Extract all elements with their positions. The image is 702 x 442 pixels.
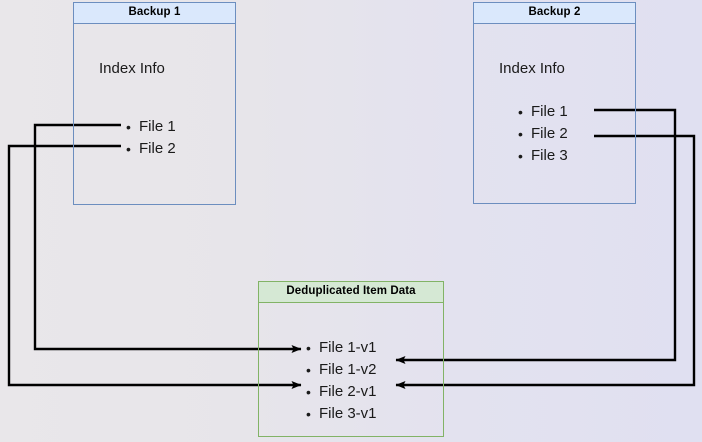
backup-2-body: Index Info File 1 File 2 File 3	[474, 24, 635, 203]
backup-1-body: Index Info File 1 File 2	[74, 24, 235, 204]
backup-1-file-item[interactable]: File 1	[126, 116, 176, 138]
dedup-item[interactable]: File 1-v1	[306, 337, 377, 359]
backup-1-file-list: File 1 File 2	[126, 116, 176, 160]
deduplicated-item-data-box[interactable]: Deduplicated Item Data File 1-v1 File 1-…	[258, 281, 444, 437]
dedup-item[interactable]: File 2-v1	[306, 381, 377, 403]
dedup-item[interactable]: File 3-v1	[306, 403, 377, 425]
backup-1-file-item[interactable]: File 2	[126, 138, 176, 160]
backup-2-file-item[interactable]: File 3	[518, 145, 568, 167]
backup-1-title: Backup 1	[74, 3, 235, 24]
backup-2-file-item[interactable]: File 2	[518, 123, 568, 145]
deduplicated-item-data-body: File 1-v1 File 1-v2 File 2-v1 File 3-v1	[259, 303, 443, 436]
backup-1-box[interactable]: Backup 1 Index Info File 1 File 2	[73, 2, 236, 205]
dedup-item[interactable]: File 1-v2	[306, 359, 377, 381]
backup-2-file-list: File 1 File 2 File 3	[518, 101, 568, 167]
deduplicated-item-list: File 1-v1 File 1-v2 File 2-v1 File 3-v1	[306, 337, 377, 425]
backup-2-box[interactable]: Backup 2 Index Info File 1 File 2 File 3	[473, 2, 636, 204]
backup-1-index-label: Index Info	[99, 60, 165, 77]
backup-2-title: Backup 2	[474, 3, 635, 24]
deduplicated-item-data-title: Deduplicated Item Data	[259, 282, 443, 303]
backup-2-index-label: Index Info	[499, 60, 565, 77]
backup-2-file-item[interactable]: File 1	[518, 101, 568, 123]
